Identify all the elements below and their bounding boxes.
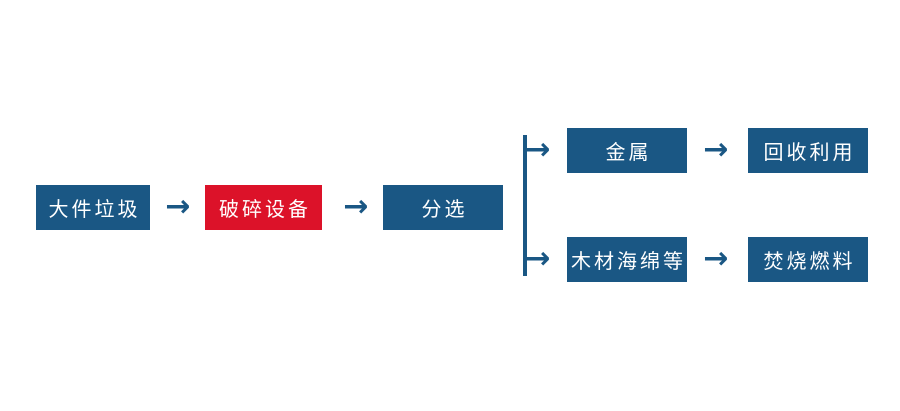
node-bulky-waste: 大件垃圾 <box>36 185 150 230</box>
arrow-right-icon: → <box>703 132 729 167</box>
branch-connector-line <box>523 135 527 276</box>
branch-arrow-top-icon: → <box>525 132 551 167</box>
arrow-right-icon: → <box>165 189 191 224</box>
node-metal: 金属 <box>567 128 687 173</box>
node-sorting: 分选 <box>383 185 503 230</box>
node-crushing-equipment: 破碎设备 <box>205 185 322 230</box>
node-incineration-fuel: 焚烧燃料 <box>748 237 868 282</box>
arrow-right-icon: → <box>703 241 729 276</box>
branch-arrow-bottom-icon: → <box>525 241 551 276</box>
arrow-right-icon: → <box>343 189 369 224</box>
node-recycling: 回收利用 <box>748 128 868 173</box>
node-wood-sponge: 木材海绵等 <box>567 237 687 282</box>
